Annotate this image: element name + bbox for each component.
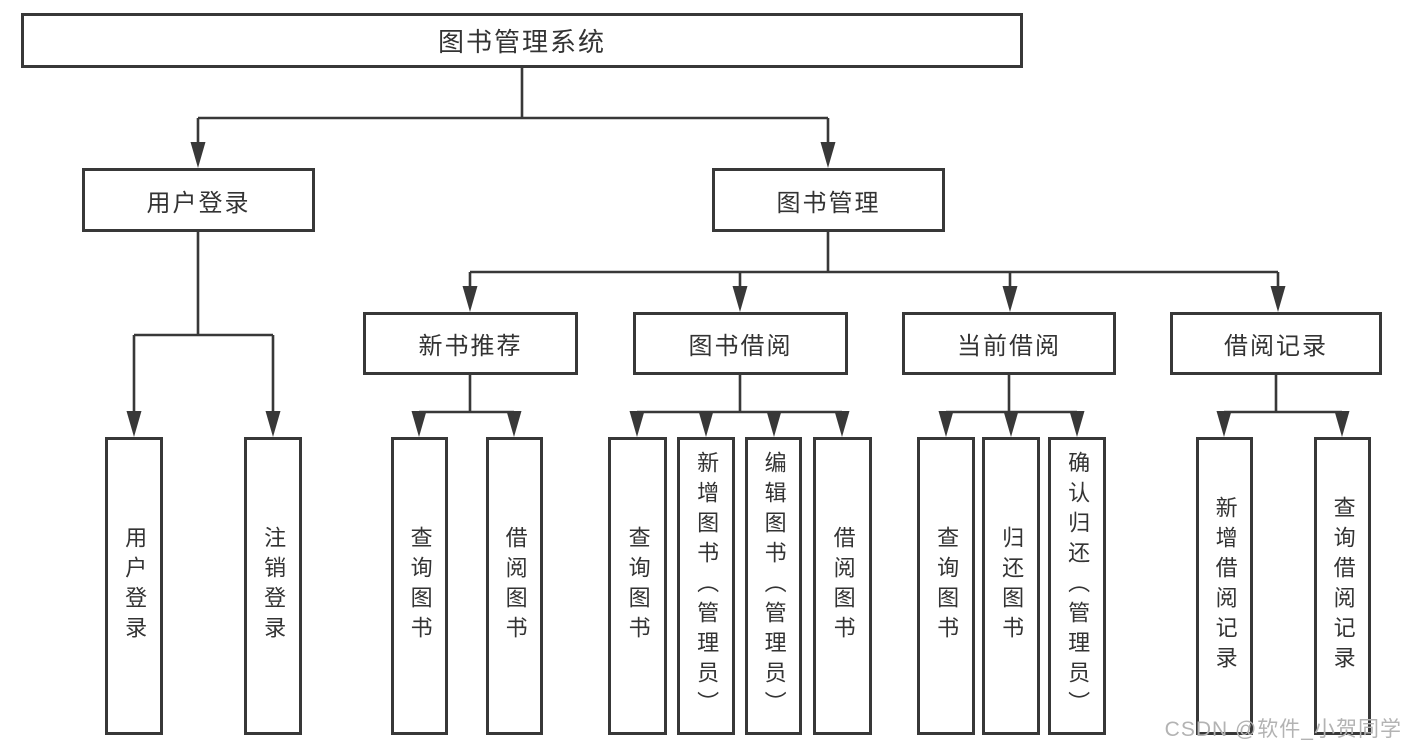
leaf-edit-books-admin: 编辑图书（管理员） bbox=[745, 437, 802, 735]
node-book-management: 图书管理 bbox=[712, 168, 945, 232]
node-borrow-records-label: 借阅记录 bbox=[1224, 333, 1328, 360]
leaf-confirm-return-admin-label: 确认归还（管理员） bbox=[1065, 451, 1091, 721]
leaf-borrow-books-recommend-label: 借阅图书 bbox=[502, 526, 528, 646]
leaf-user-login-label: 用户登录 bbox=[122, 526, 148, 646]
leaf-borrow-books-label: 借阅图书 bbox=[830, 526, 856, 646]
node-root-label: 图书管理系统 bbox=[437, 27, 606, 57]
leaf-add-borrow-record-label: 新增借阅记录 bbox=[1212, 496, 1238, 676]
leaf-query-books-current-label: 查询图书 bbox=[934, 526, 960, 646]
leaf-query-books-recommend: 查询图书 bbox=[391, 437, 448, 735]
node-user-login-label: 用户登录 bbox=[146, 189, 251, 217]
leaf-query-books-borrow: 查询图书 bbox=[608, 437, 667, 735]
leaf-query-books-borrow-label: 查询图书 bbox=[625, 526, 651, 646]
leaf-add-borrow-record: 新增借阅记录 bbox=[1196, 437, 1253, 735]
node-new-book-recommend: 新书推荐 bbox=[363, 312, 578, 375]
csdn-watermark: CSDN @软件_小贺同学 bbox=[1164, 718, 1402, 741]
leaf-user-login: 用户登录 bbox=[105, 437, 163, 735]
node-user-login: 用户登录 bbox=[82, 168, 315, 232]
node-book-management-label: 图书管理 bbox=[776, 189, 881, 217]
leaf-add-books-admin: 新增图书（管理员） bbox=[677, 437, 735, 735]
node-book-borrow-label: 图书借阅 bbox=[688, 333, 793, 360]
node-borrow-records: 借阅记录 bbox=[1170, 312, 1382, 375]
leaf-return-books: 归还图书 bbox=[982, 437, 1040, 735]
leaf-edit-books-admin-label: 编辑图书（管理员） bbox=[761, 451, 787, 721]
leaf-logout: 注销登录 bbox=[244, 437, 302, 735]
leaf-query-books-current: 查询图书 bbox=[917, 437, 975, 735]
leaf-query-books-recommend-label: 查询图书 bbox=[407, 526, 433, 646]
leaf-query-borrow-record: 查询借阅记录 bbox=[1314, 437, 1371, 735]
node-current-borrow: 当前借阅 bbox=[902, 312, 1116, 375]
node-new-book-recommend-label: 新书推荐 bbox=[418, 333, 523, 360]
leaf-query-borrow-record-label: 查询借阅记录 bbox=[1330, 496, 1356, 676]
node-current-borrow-label: 当前借阅 bbox=[957, 333, 1061, 360]
leaf-return-books-label: 归还图书 bbox=[999, 526, 1025, 646]
leaf-borrow-books-recommend: 借阅图书 bbox=[486, 437, 543, 735]
leaf-borrow-books: 借阅图书 bbox=[813, 437, 872, 735]
arrowheads bbox=[126, 142, 1350, 437]
leaf-add-books-admin-label: 新增图书（管理员） bbox=[694, 451, 720, 721]
leaf-logout-label: 注销登录 bbox=[261, 526, 287, 646]
leaf-confirm-return-admin: 确认归还（管理员） bbox=[1048, 437, 1106, 735]
node-root: 图书管理系统 bbox=[21, 13, 1023, 68]
node-book-borrow: 图书借阅 bbox=[633, 312, 848, 375]
